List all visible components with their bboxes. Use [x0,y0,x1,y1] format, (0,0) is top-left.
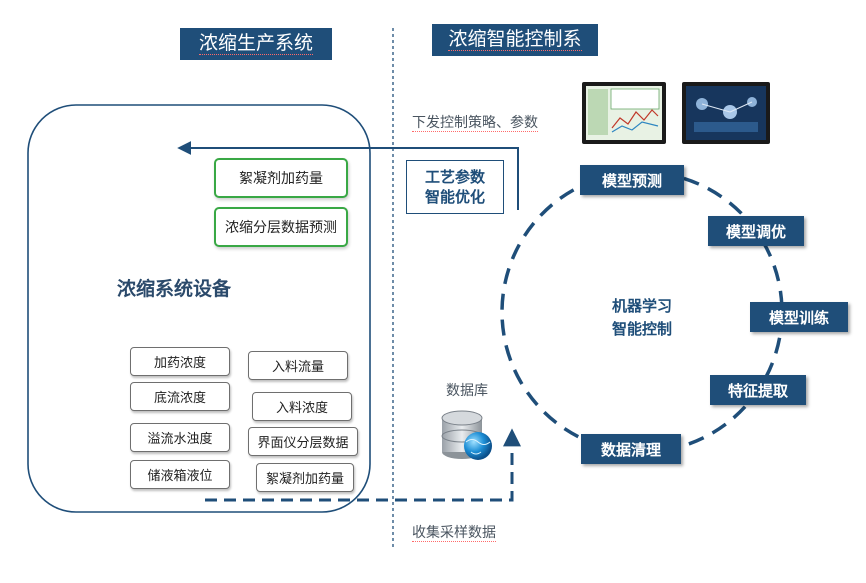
process-optimization-box: 工艺参数 智能优化 [406,160,504,214]
equipment-container [27,104,371,513]
cycle-center-line-1: 机器学习 [611,297,672,315]
downlink-label: 下发控制策略、参数 [412,115,538,132]
sensor-feed-flow: 入料流量 [248,351,348,380]
sensor-feed-concentration: 入料浓度 [252,392,352,421]
control-screen-icon-1 [582,82,666,144]
output-layer-prediction: 浓缩分层数据预测 [214,207,348,247]
control-downlink-arrow [177,141,519,210]
sensor-tank-level: 储液箱液位 [130,460,230,489]
control-screen-icon-2 [682,82,770,144]
optimization-line-1: 工艺参数 [424,167,485,186]
ml-cycle-center: 机器学习 智能控制 [586,295,698,340]
stage-feature-extraction: 特征提取 [710,375,806,405]
stage-data-cleaning: 数据清理 [581,434,681,464]
production-system-title: 浓缩生产系统 [180,28,332,60]
uplink-label: 收集采样数据 [412,525,496,542]
sensor-flocculant-dosage: 絮凝剂加药量 [256,463,354,492]
sensor-interface-layer: 界面仪分层数据 [248,427,358,456]
sensor-overflow-turbidity: 溢流水浊度 [130,423,230,452]
output-flocculant-dosage: 絮凝剂加药量 [214,158,348,198]
data-uplink-arrow [205,428,521,502]
equipment-heading: 浓缩系统设备 [117,278,232,300]
sensor-underflow-concentration: 底流浓度 [130,382,230,411]
stage-model-prediction: 模型预测 [580,165,684,195]
optimization-line-2: 智能优化 [424,188,485,206]
stage-model-training: 模型训练 [750,302,848,332]
database-label: 数据库 [446,383,488,399]
control-system-title: 浓缩智能控制系 [432,24,598,56]
cycle-center-line-2: 智能控制 [611,319,672,338]
stage-model-tuning: 模型调优 [708,216,804,246]
sensor-dosing-concentration: 加药浓度 [130,347,230,376]
database-globe-icon [441,410,492,460]
